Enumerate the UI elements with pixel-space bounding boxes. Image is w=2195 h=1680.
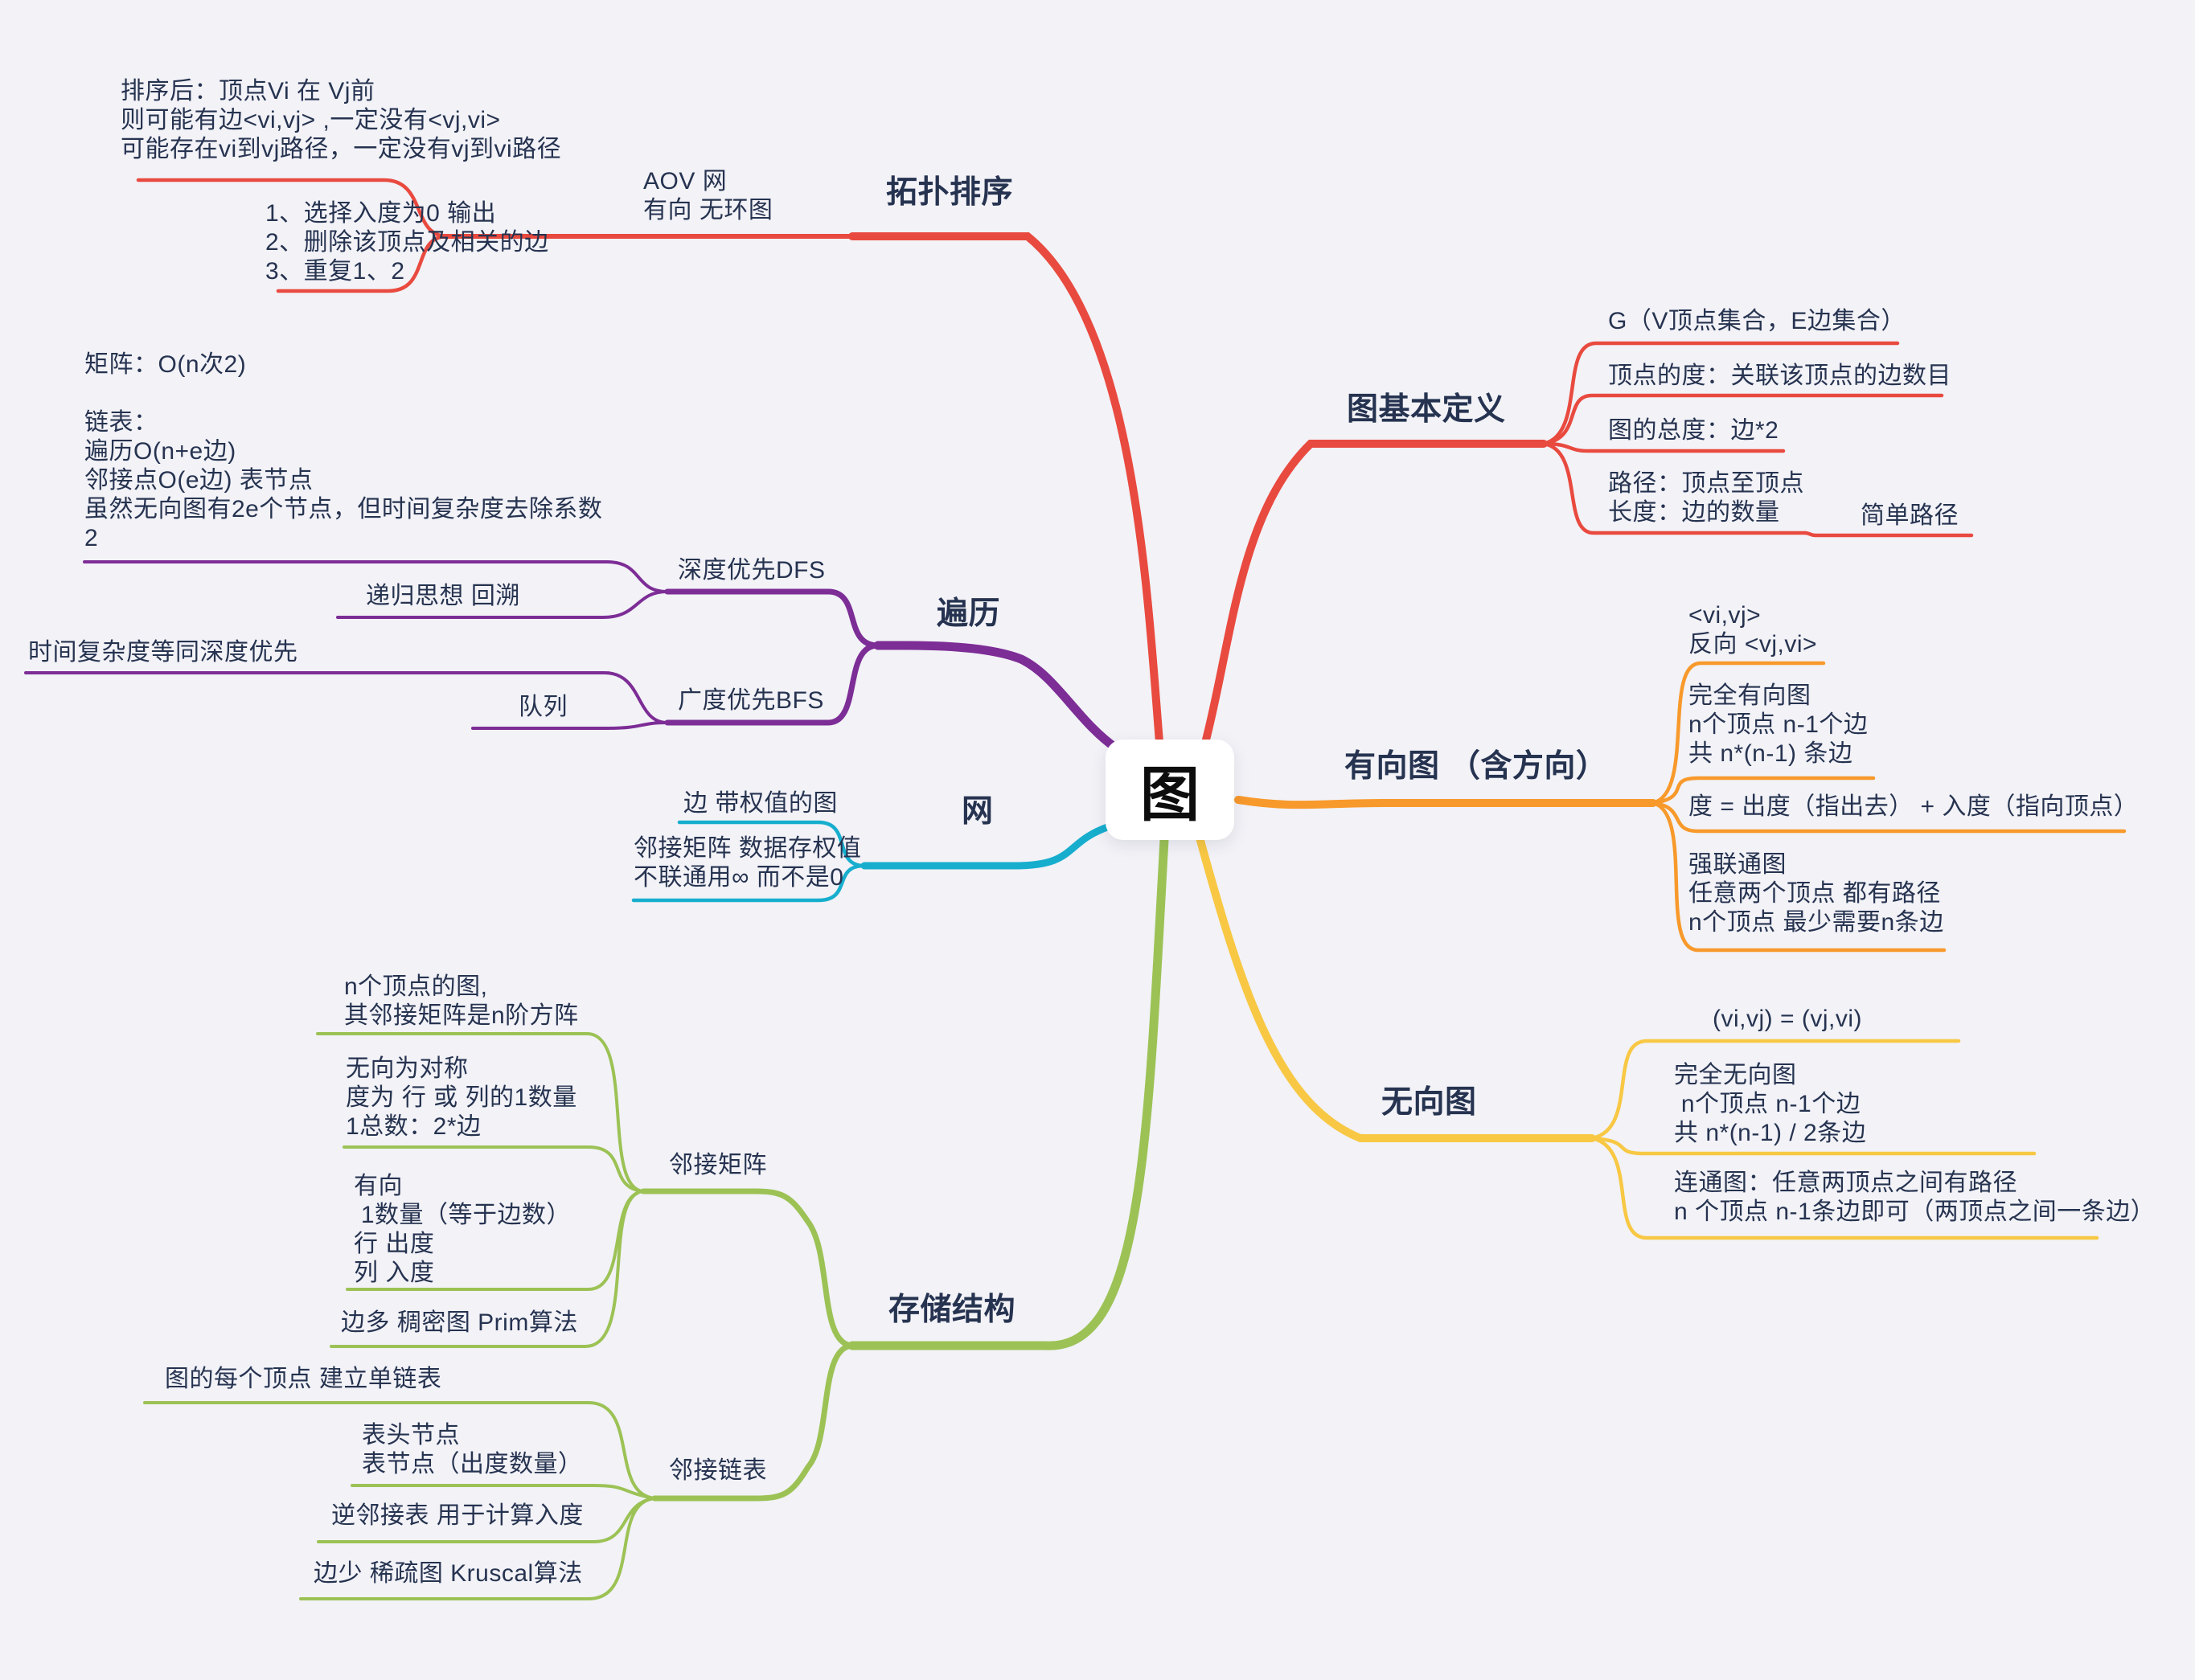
topic-topo-sorted-note[interactable]: 排序后：顶点Vi 在 Vj前 则可能有边<vi,vj> ,一定没有<vj,vi>… — [121, 78, 562, 162]
topic-traversal[interactable]: 遍历 — [937, 596, 1001, 631]
topic-single-linked-list[interactable]: 图的每个顶点 建立单链表 — [165, 1366, 442, 1392]
topic-directed-graph[interactable]: 有向图 （含方向） — [1344, 749, 1608, 784]
topic-net-adj-matrix[interactable]: 邻接矩阵 数据存权值 不联通用∞ 而不是0 — [634, 835, 862, 891]
topic-storage-structure[interactable]: 存储结构 — [888, 1293, 1016, 1327]
topic-connected-graph[interactable]: 连通图：任意两顶点之间有路径 n 个顶点 n-1条边即可（两顶点之间一条边） — [1674, 1170, 2156, 1225]
topic-recursion-backtrack[interactable]: 递归思想 回溯 — [366, 583, 520, 609]
topic-g-definition[interactable]: G（V顶点集合，E边集合） — [1608, 308, 1906, 334]
topic-topo-sort[interactable]: 拓扑排序 — [886, 175, 1014, 210]
topic-net[interactable]: 网 — [962, 794, 994, 829]
topic-path-length[interactable]: 路径：顶点至顶点 长度：边的数量 — [1608, 470, 1804, 526]
traversal-branch-lines — [24, 560, 1122, 754]
basics-branch-lines — [1200, 341, 1974, 750]
topic-strongly-connected[interactable]: 强联通图 任意两个顶点 都有路径 n个顶点 最少需要n条边 — [1688, 851, 1944, 936]
net-branch-lines — [631, 820, 1114, 903]
storage-branch-lines — [143, 835, 1169, 1600]
topo-branch-lines — [136, 178, 1164, 756]
topic-weighted-edges[interactable]: 边 带权值的图 — [683, 790, 838, 817]
topic-complete-directed[interactable]: 完全有向图 n个顶点 n-1个边 共 n*(n-1) 条边 — [1688, 682, 1869, 767]
topic-degree-formula[interactable]: 度 = 出度（指出去） + 入度（指向顶点） — [1688, 793, 2139, 820]
topic-inverse-adjacency[interactable]: 逆邻接表 用于计算入度 — [331, 1502, 584, 1529]
topic-simple-path[interactable]: 简单路径 — [1861, 502, 1959, 529]
topic-complete-undirected[interactable]: 完全无向图 n个顶点 n-1个边 共 n*(n-1) / 2条边 — [1674, 1062, 1867, 1146]
topic-bfs[interactable]: 广度优先BFS — [678, 687, 824, 714]
topic-sparse-kruscal[interactable]: 边少 稀疏图 Kruscal算法 — [314, 1560, 583, 1587]
undirected-branch-lines — [1196, 834, 2099, 1240]
topic-head-node[interactable]: 表头节点 表节点（出度数量） — [362, 1422, 583, 1477]
topic-graph-basics[interactable]: 图基本定义 — [1347, 392, 1506, 427]
topic-directed-counts[interactable]: 有向 1数量（等于边数） 行 出度 列 入度 — [354, 1173, 572, 1286]
central-topic[interactable]: 图 — [1106, 740, 1234, 840]
topic-complexity-note[interactable]: 矩阵：O(n次2) 链表： 遍历O(n+e边) 邻接点O(e边) 表节点 虽然无… — [84, 351, 603, 551]
topic-queue[interactable]: 队列 — [519, 694, 568, 720]
topic-total-degree[interactable]: 图的总度：边*2 — [1608, 417, 1779, 444]
topic-undirected-edge-pair[interactable]: (vi,vj) = (vj,vi) — [1713, 1006, 1862, 1032]
topic-matrix-square[interactable]: n个顶点的图, 其邻接矩阵是n阶方阵 — [344, 973, 579, 1029]
topic-dense-prim[interactable]: 边多 稠密图 Prim算法 — [341, 1309, 578, 1336]
topic-topo-steps[interactable]: 1、选择入度为0 输出 2、删除该顶点及相关的边 3、重复1、2 — [265, 200, 549, 285]
topic-adjacency-list[interactable]: 邻接链表 — [669, 1457, 767, 1484]
topic-directed-edge-pair[interactable]: <vi,vj> 反向 <vj,vi> — [1688, 602, 1818, 658]
topic-undirected-graph[interactable]: 无向图 — [1381, 1085, 1477, 1120]
topic-aov-net[interactable]: AOV 网 有向 无环图 — [643, 168, 773, 223]
topic-bfs-time[interactable]: 时间复杂度等同深度优先 — [28, 639, 298, 666]
topic-undirected-symmetric[interactable]: 无向为对称 度为 行 或 列的1数量 1总数：2*边 — [346, 1055, 577, 1140]
topic-vertex-degree[interactable]: 顶点的度：关联该顶点的边数目 — [1608, 363, 1951, 389]
topic-dfs[interactable]: 深度优先DFS — [678, 557, 826, 584]
directed-branch-lines — [1234, 661, 2127, 953]
topic-adjacency-matrix[interactable]: 邻接矩阵 — [669, 1152, 767, 1178]
central-topic-label: 图 — [1140, 761, 1200, 828]
